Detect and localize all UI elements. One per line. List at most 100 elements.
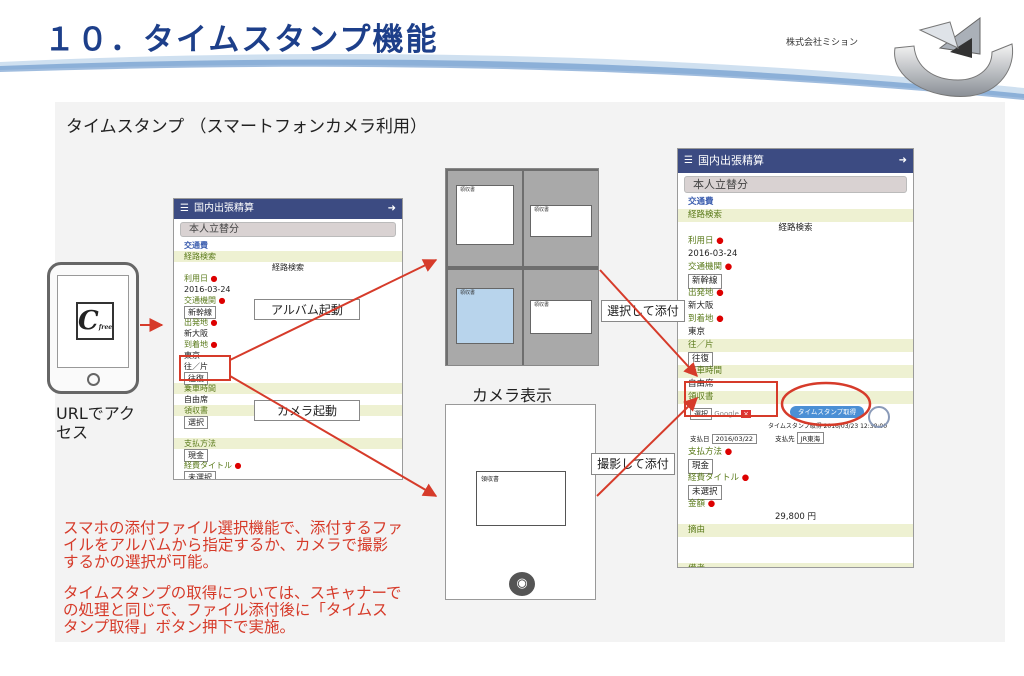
form-row: 2016-03-24 <box>174 284 402 295</box>
required-marker-icon: ● <box>705 499 716 509</box>
form-row: 経路検索 <box>678 222 913 235</box>
callout-camera-launch: カメラ起動 <box>254 400 360 421</box>
attachment-area: 選択 Google × タイムスタンプ取得 タイムスタンプ取得 2016/03/… <box>678 404 913 446</box>
expense-form-screen-right: ☰ 国内出張精算 ➜ 本人立替分 交通費経路検索経路検索利用日 ●2016-03… <box>677 148 914 568</box>
menu-icon[interactable]: ☰ <box>180 203 189 214</box>
required-marker-icon: ● <box>713 236 724 246</box>
form-label: 領収書 <box>184 406 208 415</box>
album-thumbnail[interactable]: 領収書 <box>448 270 522 365</box>
form-row: 乗車時間 <box>174 383 402 394</box>
form-label: 摘由 <box>688 525 706 535</box>
form-row: 現金 <box>174 449 402 462</box>
form-row: 自由席 <box>174 394 402 405</box>
form-field[interactable]: 選択 <box>184 416 208 429</box>
camera-icon[interactable]: ◉ <box>509 572 535 596</box>
form-row <box>678 537 913 550</box>
form-label: 経路検索 <box>688 210 723 220</box>
note-attachment-method: スマホの添付ファイル選択機能で、添付するファイルをアルバムから指定するか、カメラ… <box>63 519 403 571</box>
timestamp-info: タイムスタンプ取得 2016/03/23 12:30:00 <box>768 423 888 430</box>
form-label: 経費タイトル <box>184 461 232 470</box>
form-row: 摘由 <box>678 524 913 537</box>
form-row: 交通費 <box>678 196 913 209</box>
form-value: 経路検索 <box>778 223 813 233</box>
receipt-title: 領収書 <box>460 290 476 296</box>
form-row: 交通機関 ● <box>174 295 402 306</box>
form-row: 経路検索 <box>678 209 913 222</box>
logout-icon[interactable]: ➜ <box>387 203 396 214</box>
form-label: 出発地 <box>184 318 208 327</box>
receipt-image: 領収書 <box>530 300 592 334</box>
form-value: 29,800 円 <box>775 512 816 522</box>
form-value: 東京 <box>184 351 200 360</box>
form-row: 選択 <box>174 416 402 429</box>
form-row: 往／片 <box>678 339 913 352</box>
form-label: 領収書 <box>688 392 714 402</box>
album-thumbnail[interactable]: 領収書 <box>524 270 598 365</box>
form-row: 新幹線 <box>174 306 402 319</box>
form-label: 経路検索 <box>184 252 216 261</box>
form-row: 29,800 円 <box>678 511 913 524</box>
form-row: 2016-03-24 <box>678 248 913 261</box>
delete-icon[interactable]: × <box>741 410 752 418</box>
file-select-label: 選択 <box>694 410 708 418</box>
form-label: 経費タイトル <box>688 473 740 483</box>
form-row: 新大阪 <box>174 328 402 339</box>
form-row: 経費タイトル ● <box>678 472 913 485</box>
camera-preview-receipt: 領収書 <box>476 471 566 526</box>
form-value: 東京 <box>688 327 706 337</box>
form-field[interactable]: 未選択 <box>184 471 216 479</box>
required-marker-icon: ● <box>739 473 750 483</box>
form-field[interactable]: 現金 <box>184 449 208 462</box>
section-subtitle: タイムスタンプ （スマートフォンカメラ利用） <box>66 117 428 137</box>
form-row <box>174 427 402 438</box>
expense-form-screen-left: ☰ 国内出張精算 ➜ 本人立替分 交通費経路検索経路検索利用日 ●2016-03… <box>173 198 403 480</box>
form-row: 備考 <box>678 563 913 567</box>
home-button-icon <box>87 373 100 386</box>
required-marker-icon: ● <box>208 274 218 283</box>
callout-shoot-attach: 撮影して添付 <box>591 453 675 475</box>
form-label: 出発地 <box>688 288 714 298</box>
logout-icon[interactable]: ➜ <box>898 155 907 166</box>
receipt-image: 領収書 <box>530 205 592 237</box>
app-glyph: C <box>78 306 99 336</box>
menu-icon[interactable]: ☰ <box>684 155 693 166</box>
form-row: 東京 <box>174 350 402 361</box>
form-value: 2016-03-24 <box>184 285 231 294</box>
form-row: 往／片 <box>174 361 402 372</box>
form-label: 乗車時間 <box>688 366 723 376</box>
form-label: 金額 <box>688 499 706 509</box>
payee-field[interactable]: JR東海 <box>796 432 825 444</box>
photo-album-view: 領収書 領収書 領収書 領収書 <box>445 168 599 366</box>
screen-title: 国内出張精算 <box>194 203 254 214</box>
form-row: 金額 ● <box>678 498 913 511</box>
form-section-label: 交通費 <box>688 197 714 207</box>
app-icon[interactable]: Cfree <box>76 302 114 340</box>
page-title: １０．タイムスタンプ機能 <box>44 22 439 58</box>
form-value: 往／片 <box>184 362 208 371</box>
form-row: 新大阪 <box>678 300 913 313</box>
camera-view: 領収書 ◉ <box>445 404 596 600</box>
album-thumbnail[interactable]: 領収書 <box>448 171 522 266</box>
timestamp-button[interactable]: タイムスタンプ取得 <box>790 406 865 418</box>
form-field[interactable]: 新幹線 <box>184 306 216 319</box>
album-thumbnail[interactable]: 領収書 <box>524 171 598 266</box>
payment-date-label: 支払日 <box>690 435 710 443</box>
form-row: 支払方法 <box>174 438 402 449</box>
form-value: 新大阪 <box>688 301 714 311</box>
required-marker-icon: ● <box>722 262 733 272</box>
form-row: 出発地 ● <box>678 287 913 300</box>
form-label: 利用日 <box>184 274 208 283</box>
required-marker-icon: ● <box>208 340 218 349</box>
required-marker-icon: ● <box>216 296 226 305</box>
required-marker-icon: ● <box>232 461 242 470</box>
form-label: 往／片 <box>688 340 714 350</box>
app-glyph-sub: free <box>98 324 113 331</box>
note-timestamp-process: タイムスタンプの取得については、スキャナーでの処理と同じで、ファイル添付後に「タ… <box>63 584 402 636</box>
form-row: 交通機関 ● <box>678 261 913 274</box>
file-select-button[interactable]: 選択 <box>690 408 712 420</box>
payment-date-field[interactable]: 2016/03/22 <box>711 434 758 444</box>
form-section-label: 交通費 <box>184 241 208 250</box>
form-row: 往復 <box>174 372 402 385</box>
smartphone-icon: Cfree <box>47 262 139 394</box>
